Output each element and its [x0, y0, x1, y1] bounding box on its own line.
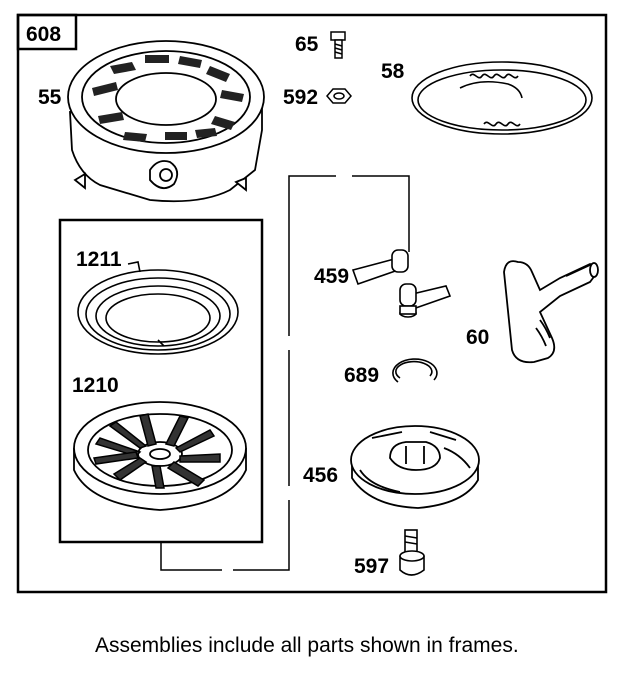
label-1210: 1210	[72, 374, 119, 397]
frame-id-box	[16, 13, 78, 51]
recoil-spring-part	[77, 261, 239, 355]
starter-handle-part	[503, 260, 599, 364]
shoulder-screw-part	[399, 529, 425, 576]
pulley-part	[73, 401, 247, 511]
footnote-text: Assemblies include all parts shown in fr…	[95, 634, 519, 657]
label-60: 60	[466, 326, 489, 349]
label-456: 456	[303, 464, 338, 487]
retainer-plate-part	[350, 425, 480, 509]
assembly-connector-lines	[160, 175, 410, 571]
starter-dogs-part	[351, 249, 452, 318]
label-459: 459	[314, 265, 349, 288]
label-689: 689	[344, 364, 379, 387]
label-597: 597	[354, 555, 389, 578]
frame-id-label: 608	[26, 23, 61, 46]
label-55: 55	[38, 86, 62, 109]
blower-housing-part	[67, 40, 265, 203]
nut-part	[326, 88, 352, 104]
starter-rope-part	[411, 61, 593, 135]
label-65: 65	[295, 33, 319, 56]
label-1211: 1211	[76, 248, 122, 271]
label-592: 592	[283, 86, 318, 109]
screw-part	[330, 31, 346, 59]
label-58: 58	[381, 60, 405, 83]
retainer-ring-part	[392, 358, 438, 383]
outer-frame	[16, 13, 608, 594]
